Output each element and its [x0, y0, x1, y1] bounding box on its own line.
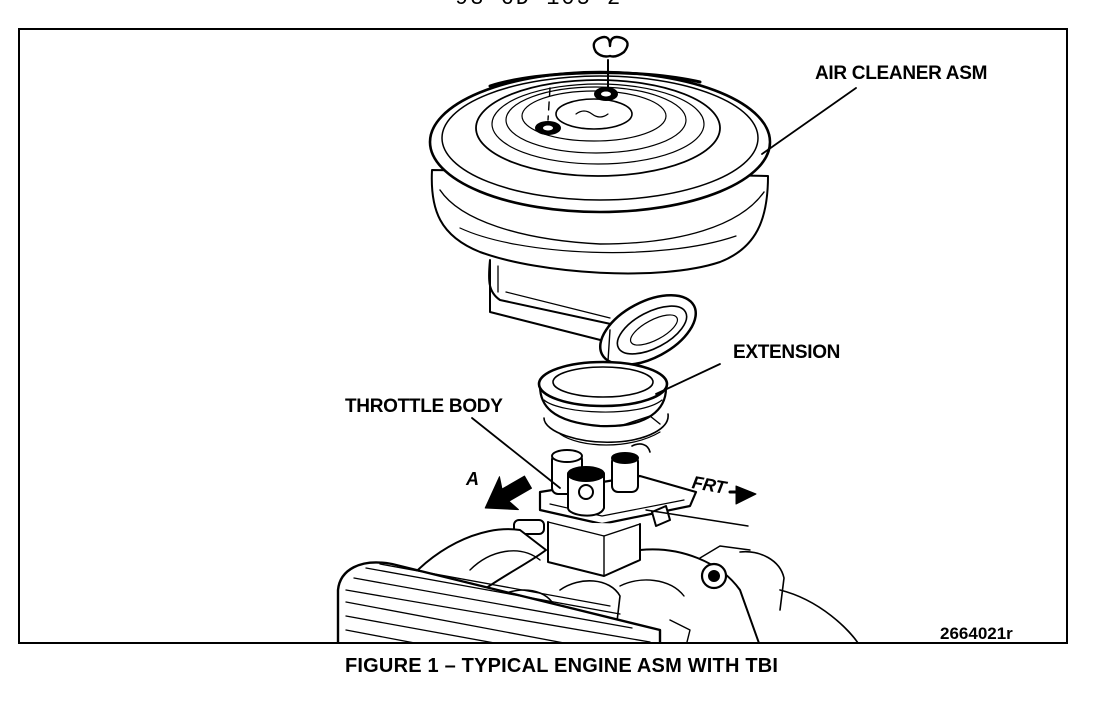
figure-caption: FIGURE 1 – TYPICAL ENGINE ASM WITH TBI [345, 655, 779, 677]
document-number: 93-6D-105-2 [455, 0, 622, 11]
leader-throttle-body [471, 417, 561, 489]
throttle-body [513, 443, 698, 577]
leader-air-cleaner [761, 87, 857, 155]
engine-diagram [336, 35, 859, 642]
label-air-cleaner: AIR CLEANER ASM [815, 63, 988, 84]
front-arrow-icon [645, 485, 757, 527]
air-cleaner-assembly [428, 70, 772, 366]
valve-cover [336, 561, 662, 642]
figure-frame: AIR CLEANER ASM EXTENSION THROTTLE BODY … [18, 28, 1068, 644]
label-extension: EXTENSION [733, 342, 841, 363]
leader-extension [655, 363, 721, 395]
label-throttle-body: THROTTLE BODY [345, 396, 503, 417]
view-arrow-icon [484, 475, 533, 511]
figure-code: 2664021r [940, 624, 1013, 643]
label-view-a: A [466, 469, 479, 489]
alignment-line-stud [547, 87, 551, 121]
wing-nut-icon [592, 35, 629, 89]
extension-ring [537, 360, 669, 446]
